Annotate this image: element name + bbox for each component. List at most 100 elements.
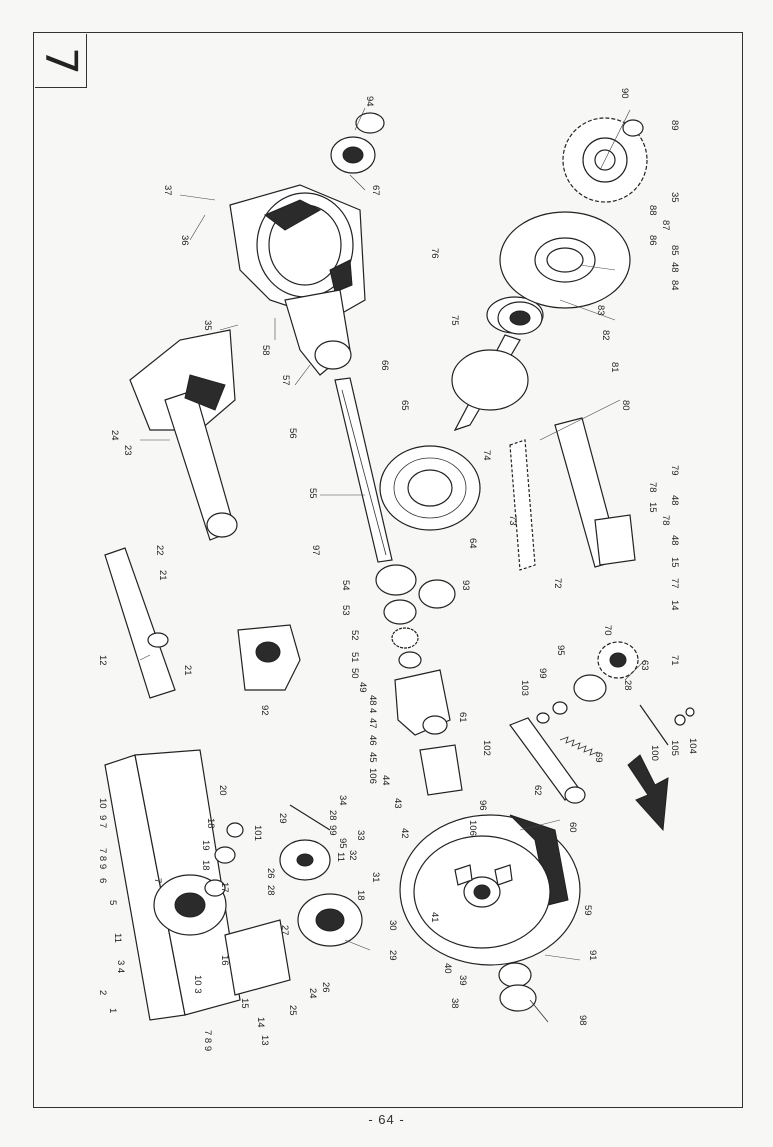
part-label: 61: [457, 712, 468, 723]
part-label: 7 8 9: [202, 1030, 213, 1051]
part-label: 29: [387, 950, 398, 961]
part-label: 72: [552, 578, 563, 589]
part-label: 32: [347, 850, 358, 861]
part-label: 99: [327, 825, 338, 836]
part-label: 65: [399, 400, 410, 411]
part-label: 95: [337, 838, 348, 849]
part-label: 87: [660, 220, 671, 231]
part-label: 101: [252, 825, 263, 841]
part-label: 59: [582, 905, 593, 916]
part-label: 79: [669, 465, 680, 476]
part-label: 27: [279, 925, 290, 936]
part-label: 100: [649, 745, 660, 761]
part-label: 39: [457, 975, 468, 986]
part-label: 20: [217, 785, 228, 796]
part-label: 70: [602, 625, 613, 636]
part-label: 31: [370, 872, 381, 883]
part-label: 7 8 9: [97, 848, 108, 869]
part-label: 63: [639, 660, 650, 671]
part-label: 34: [337, 795, 348, 806]
part-label: 105: [669, 740, 680, 756]
part-label: 77: [669, 578, 680, 589]
part-label: 11: [335, 852, 346, 862]
part-label: 18: [355, 890, 366, 901]
part-label: 106: [367, 768, 378, 784]
page-number: - 64 -: [368, 1112, 405, 1127]
part-label: 1: [107, 1008, 118, 1013]
pulley-60: [399, 814, 581, 966]
bearings-51-54: [375, 564, 456, 669]
part-label: 18: [200, 860, 211, 871]
part-label: 60: [567, 822, 578, 833]
part-label: 46: [367, 735, 378, 746]
part-label: 78: [660, 515, 671, 526]
part-label: 97: [310, 545, 321, 556]
main-shaft-55: [334, 377, 393, 563]
part-label: 95: [555, 645, 566, 656]
part-label: 96: [477, 800, 488, 811]
part-label: 43: [392, 798, 403, 809]
part-label: 4: [367, 708, 378, 713]
part-label: 26: [320, 982, 331, 993]
part-label: 78: [647, 482, 658, 493]
part-labels: 94 67 37 36 35 58 57 56 24 23 55 66 65 6…: [97, 88, 698, 1051]
part-label: 104: [687, 738, 698, 754]
part-label: 58: [260, 345, 271, 356]
part-label: 26: [265, 868, 276, 879]
bracket-12: [104, 547, 176, 699]
part-label: 24: [109, 430, 120, 441]
part-label: 93: [460, 580, 471, 591]
part-label: 56: [287, 428, 298, 439]
part-label: 5: [107, 900, 118, 905]
part-label: 6: [97, 878, 108, 883]
part-label: 12: [97, 655, 108, 666]
part-label: 83: [595, 305, 606, 316]
part-label: 50: [349, 668, 360, 679]
part-label: 53: [340, 605, 351, 616]
part-label: 17: [219, 882, 230, 893]
part-label: 3 4: [115, 960, 126, 973]
part-label: 28: [622, 680, 633, 691]
part-label: 45: [367, 752, 378, 763]
part-label: 62: [532, 785, 543, 796]
spring-69: [559, 736, 599, 756]
part-label: 74: [481, 450, 492, 461]
part-label: 23: [122, 445, 133, 456]
part-label: 80: [620, 400, 631, 411]
part-label: 76: [429, 248, 440, 259]
pulley-38-39: [498, 962, 549, 1023]
part-label: 48: [669, 535, 680, 546]
part-label: 13: [259, 1035, 270, 1046]
part-label: 44: [380, 775, 391, 786]
part-label: 2: [97, 990, 108, 995]
part-label: 69: [593, 752, 604, 763]
part-label: 40: [442, 963, 453, 974]
part-label: 9 7: [97, 815, 108, 828]
part-label: 48: [669, 495, 680, 506]
part-label: 22: [154, 545, 165, 556]
block-44: [419, 744, 463, 796]
part-label: 28: [327, 810, 338, 821]
part-label: 98: [577, 1015, 588, 1026]
part-label: 15: [239, 998, 250, 1009]
part-label: 49: [357, 682, 368, 693]
section-number-box: 7: [35, 34, 87, 88]
part-label: 82: [600, 330, 611, 341]
bearing-75: [497, 301, 543, 335]
part-label: 25: [287, 1005, 298, 1016]
part-label: 30: [387, 920, 398, 931]
crown-gear-64: [379, 445, 481, 531]
sprocket-hub-83: [499, 211, 631, 309]
part-label: 7: [152, 878, 163, 883]
part-label: 41: [429, 912, 440, 923]
part-label: 35: [202, 320, 213, 331]
part-label: 38: [449, 998, 460, 1009]
part-label: 10 3: [192, 975, 203, 994]
part-label: 85: [669, 245, 680, 256]
shaft-34: [289, 804, 331, 831]
part-label: 88: [647, 205, 658, 216]
part-label: 24: [307, 988, 318, 999]
part-label: 89: [669, 120, 680, 131]
part-label: 91: [587, 950, 598, 961]
